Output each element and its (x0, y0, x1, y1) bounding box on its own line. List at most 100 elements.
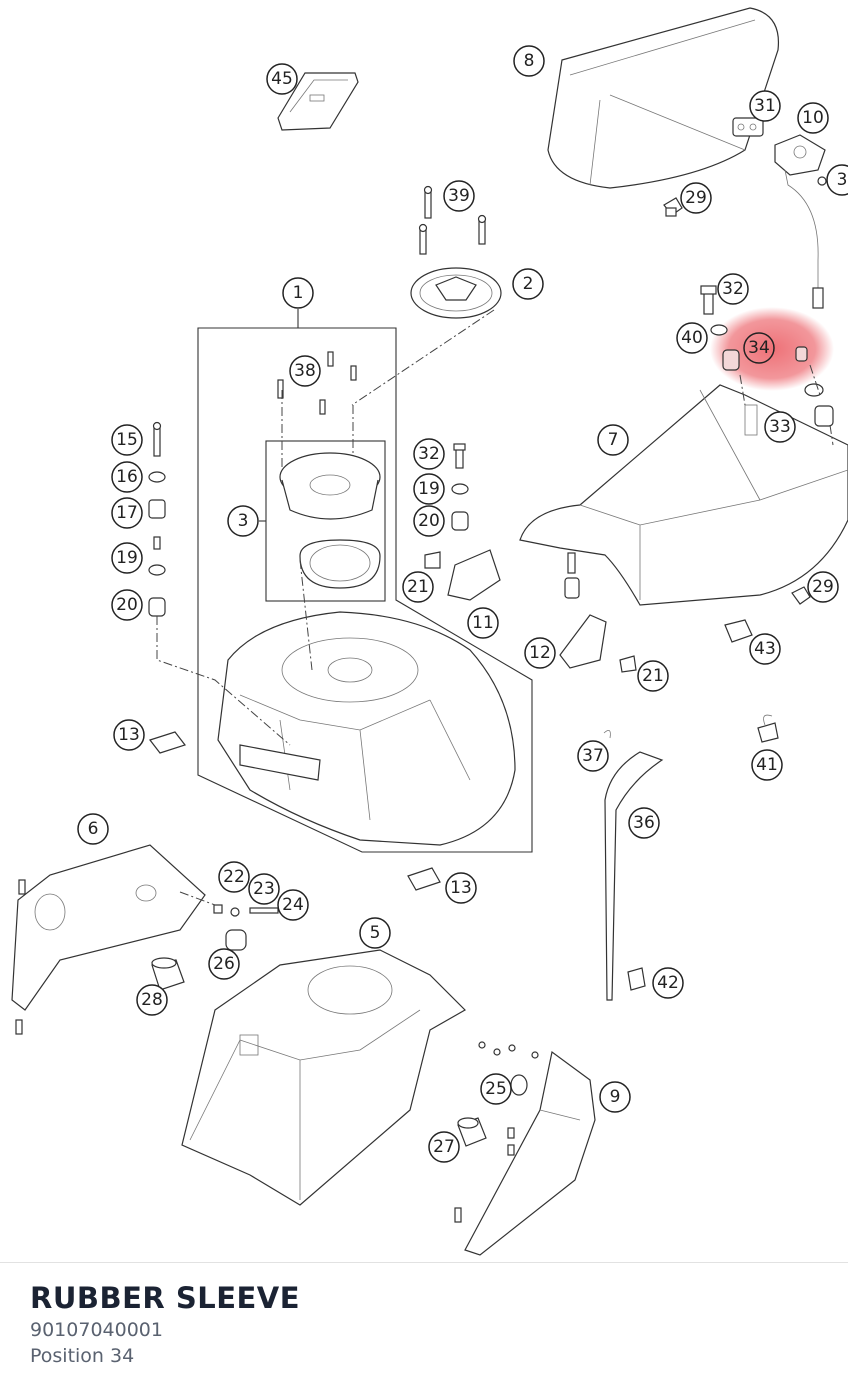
fuel-tank[interactable] (217, 611, 516, 846)
callout-31[interactable]: 31 (749, 90, 781, 122)
part-38-screws[interactable] (277, 351, 357, 415)
callout-40[interactable]: 40 (676, 322, 708, 354)
part-26-grommet[interactable] (225, 929, 247, 951)
callout-2[interactable]: 2 (512, 268, 544, 300)
part-40-washer[interactable] (710, 324, 728, 336)
svg-text:21: 21 (407, 577, 429, 597)
part-29-damper-top[interactable] (663, 197, 683, 217)
part-19-screw-left[interactable] (148, 536, 166, 576)
callout-23[interactable]: 23 (248, 873, 280, 905)
part-2-fuel-cap[interactable] (410, 267, 502, 319)
callout-34[interactable]: 34 (743, 332, 775, 364)
callout-1[interactable]: 1 (282, 277, 314, 309)
part-45-key-card[interactable] (277, 72, 359, 131)
part-10-seat-lock[interactable] (774, 134, 827, 309)
callout-24[interactable]: 24 (277, 889, 309, 921)
callout-13-right[interactable]: 13 (445, 872, 477, 904)
callout-33[interactable]: 33 (764, 411, 796, 443)
callout-29-top[interactable]: 29 (680, 182, 712, 214)
part-20-grommet-left[interactable] (148, 597, 166, 617)
callout-9[interactable]: 8 (513, 45, 545, 77)
callout-25[interactable]: 25 (480, 1073, 512, 1105)
callout-15[interactable]: 15 (111, 424, 143, 456)
part-8-rider-seat[interactable] (519, 384, 848, 606)
part-7-right-side-panel[interactable] (454, 1050, 596, 1256)
part-6-left-side-panel[interactable] (11, 844, 206, 1035)
part-5-tank-cover[interactable] (181, 949, 466, 1206)
callout-28[interactable]: 28 (136, 984, 168, 1016)
svg-text:3: 3 (238, 511, 249, 531)
callout-32-right[interactable]: 32 (717, 273, 749, 305)
callout-22[interactable]: 22 (218, 861, 250, 893)
callout-20-middle[interactable]: 20 (413, 505, 445, 537)
part-22-24-hardware[interactable] (213, 904, 279, 917)
exploded-parts-diagram: 45 8 31 10 3 29 39 2 1 32 40 34 33 38 15… (11, 7, 848, 1256)
part-37-clip[interactable] (603, 730, 611, 739)
svg-text:9: 9 (610, 1087, 621, 1107)
callout-42[interactable]: 42 (652, 967, 684, 999)
callout-10[interactable]: 10 (797, 102, 829, 134)
part-28-sleeve[interactable] (151, 957, 185, 991)
part-13-pad-left[interactable] (149, 731, 186, 754)
callout-13-left[interactable]: 13 (113, 719, 145, 751)
callout-43[interactable]: 43 (749, 633, 781, 665)
part-36-hose[interactable] (604, 751, 664, 1001)
callout-21-middle[interactable]: 21 (402, 571, 434, 603)
part-33-grommet[interactable] (804, 383, 834, 427)
part-7-hardware[interactable] (478, 1041, 539, 1156)
callout-26[interactable]: 26 (208, 948, 240, 980)
part-title: RUBBER SLEEVE (30, 1281, 301, 1315)
callout-7[interactable]: 9 (599, 1081, 631, 1113)
part-15-screw[interactable] (152, 421, 162, 457)
part-21-nut-middle[interactable] (424, 551, 441, 569)
callout-29-right[interactable]: 29 (807, 571, 839, 603)
part-25-grommet[interactable] (510, 1074, 528, 1096)
part-27-sleeve[interactable] (457, 1117, 487, 1147)
callout-27[interactable]: 27 (428, 1131, 460, 1163)
callout-41[interactable]: 41 (751, 749, 783, 781)
part-21-nut-right[interactable] (619, 655, 637, 673)
callout-39[interactable]: 39 (443, 180, 475, 212)
callout-32-middle[interactable]: 32 (413, 438, 445, 470)
part-17-spacer[interactable] (148, 499, 166, 519)
part-3-fuel-pump-frame (259, 440, 386, 602)
part-32-screw[interactable] (700, 285, 717, 315)
callout-6[interactable]: 6 (77, 813, 109, 845)
callout-5[interactable]: 5 (359, 917, 391, 949)
part-3-fuel-pump[interactable] (279, 452, 381, 589)
callout-3-partial[interactable]: 3 (826, 164, 848, 196)
callout-17[interactable]: 17 (111, 497, 143, 529)
part-13-pad-right[interactable] (407, 867, 441, 891)
callout-45[interactable]: 45 (266, 63, 298, 95)
part-20-grommet-middle[interactable] (451, 511, 469, 531)
part-29-damper-right[interactable] (791, 586, 811, 605)
callout-11[interactable]: 11 (467, 607, 499, 639)
callout-19-left[interactable]: 19 (111, 542, 143, 574)
callout-37[interactable]: 37 (577, 740, 609, 772)
callout-3[interactable]: 3 (227, 505, 259, 537)
part-39-screws[interactable] (418, 185, 487, 255)
svg-text:2: 2 (523, 274, 534, 294)
svg-text:34: 34 (748, 338, 770, 358)
callout-38[interactable]: 38 (289, 355, 321, 387)
part-32-screw-middle[interactable] (453, 443, 466, 469)
callout-20-left[interactable]: 20 (111, 589, 143, 621)
callout-12[interactable]: 12 (524, 637, 556, 669)
part-31-connector[interactable] (732, 117, 764, 137)
part-42-clip[interactable] (627, 967, 646, 991)
part-12-bracket[interactable] (559, 552, 607, 669)
callout-36[interactable]: 36 (628, 807, 660, 839)
callout-8[interactable]: 7 (597, 424, 629, 456)
callout-21-right[interactable]: 21 (637, 660, 669, 692)
part-9-pillion-seat[interactable] (547, 7, 780, 189)
svg-text:31: 31 (754, 96, 776, 116)
part-11-bracket[interactable] (447, 549, 501, 601)
part-41-cable[interactable] (757, 714, 779, 743)
part-16-washer[interactable] (148, 471, 166, 483)
part-34-rubber-sleeve[interactable] (722, 346, 808, 371)
callout-16[interactable]: 16 (111, 461, 143, 493)
part-19-washer-middle[interactable] (451, 483, 469, 495)
svg-text:29: 29 (685, 188, 707, 208)
part-43-clip[interactable] (724, 619, 753, 643)
callout-19-middle[interactable]: 19 (413, 473, 445, 505)
